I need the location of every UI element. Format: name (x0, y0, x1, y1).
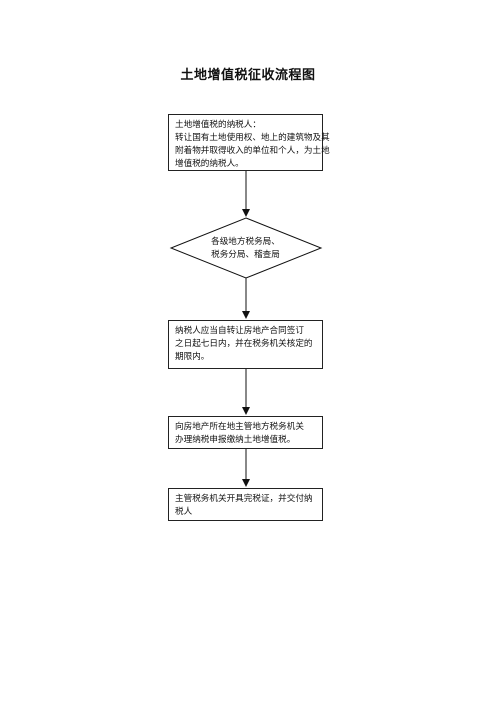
step-box-declaration: 向房地产所在地主管地方税务机关 办理纳税申报缴纳土地增值税。 (168, 416, 323, 449)
step-text-line: 附着物并取得收入的单位和个人，为土地 (175, 146, 330, 156)
step-box-filing-deadline: 纳税人应当自转让房地产合同签订 之日起七日内，并在税务机关核定的 期限内。 (168, 320, 323, 369)
diamond-text-line: 税务分局、稽查局 (211, 250, 280, 260)
step-text-line: 增值税的纳税人。 (175, 159, 244, 169)
step-text-line: 主管税务机关开具完税证，并交付纳 (175, 494, 313, 504)
diamond-text-line: 各级地方税务局、 (211, 237, 280, 247)
step-text-line: 向房地产所在地主管地方税务机关 (175, 422, 304, 432)
step-text-line: 之日起七日内，并在税务机关核定的 (175, 339, 313, 349)
step-box-taxpayer-definition: 土地增值税的纳税人： 转让国有土地使用权、地上的建筑物及其 附着物并取得收入的单… (168, 114, 330, 171)
step-text-line: 办理纳税申报缴纳土地增值税。 (175, 435, 296, 445)
decision-diamond-label: 各级地方税务局、 税务分局、稽查局 (175, 236, 316, 262)
step-text-line: 期限内。 (175, 352, 210, 362)
step-text-line: 土地增值税的纳税人： (175, 120, 261, 130)
page-title: 土地增值税征收流程图 (180, 68, 316, 83)
step-box-tax-certificate: 主管税务机关开具完税证，并交付纳 税人 (168, 488, 323, 521)
step-text-line: 纳税人应当自转让房地产合同签订 (175, 326, 304, 336)
step-text-line: 转让国有土地使用权、地上的建筑物及其 (175, 133, 330, 143)
step-text-line: 税人 (175, 507, 193, 517)
